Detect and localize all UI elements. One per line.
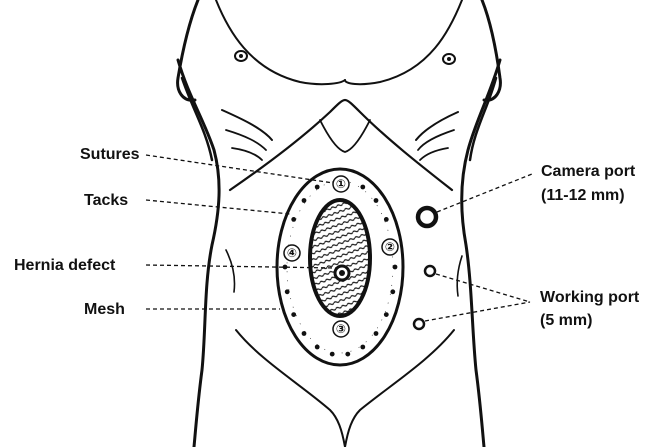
label-working-port: Working port [540, 289, 640, 306]
tack-dot [285, 289, 290, 294]
suture-marker-2: ② [382, 239, 398, 255]
label-tacks: Tacks [84, 192, 128, 209]
hernia-defect-leader [146, 265, 336, 268]
working-port-upper-leader [436, 274, 530, 302]
label-working-port-size: (5 mm) [540, 312, 592, 329]
label-hernia-defect: Hernia defect [14, 257, 116, 274]
tack-dot [330, 352, 335, 357]
label-camera-port: Camera port [541, 163, 636, 180]
tack-dot [291, 217, 296, 222]
working-port-lower [414, 319, 424, 329]
tack-dot [360, 185, 365, 190]
suture-marker-3: ③ [333, 321, 349, 337]
camera-port [418, 208, 436, 226]
tack-dot [393, 265, 398, 270]
suture-number-3: ③ [336, 322, 346, 336]
tack-dot [360, 345, 365, 350]
suture-number-4: ④ [287, 246, 297, 260]
tack-dot [384, 312, 389, 317]
tack-dot [384, 217, 389, 222]
tack-dot [345, 352, 350, 357]
working-port-lower-leader [425, 302, 530, 321]
suture-marker-1: ① [333, 176, 349, 192]
label-camera-port-size: (11-12 mm) [541, 187, 625, 204]
tack-dot [315, 185, 320, 190]
tack-dot [374, 198, 379, 203]
tack-dot [291, 312, 296, 317]
tack-dot [374, 331, 379, 336]
tack-dot [315, 345, 320, 350]
hernia-defect [310, 200, 370, 316]
camera-port-leader [437, 174, 532, 212]
tack-dot [302, 331, 307, 336]
sutures-leader [146, 155, 333, 183]
label-mesh: Mesh [84, 301, 125, 318]
suture-marker-4: ④ [284, 245, 300, 261]
tack-dot [390, 289, 395, 294]
suture-number-1: ① [336, 177, 346, 191]
label-sutures: Sutures [80, 146, 140, 163]
suture-number-2: ② [385, 240, 395, 254]
working-port-upper [425, 266, 435, 276]
tack-dot [302, 198, 307, 203]
